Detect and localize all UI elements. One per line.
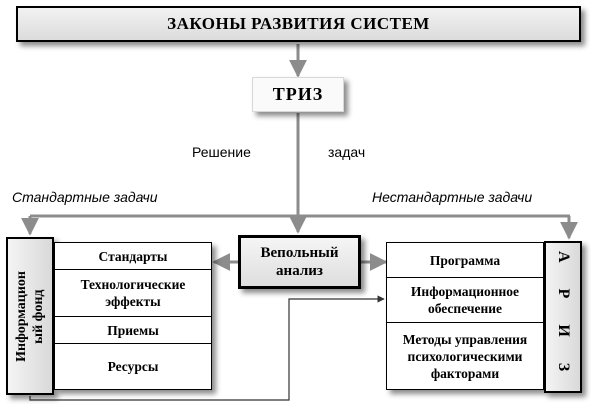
nonstandard-tasks-label: Нестандартные задачи: [372, 189, 533, 205]
info-fund-text: Информацион ый фонд: [14, 270, 46, 362]
right-item-program: Программа: [386, 242, 544, 278]
left-item-effects: Технологические эффекты: [54, 269, 212, 317]
left-item-methods: Приемы: [54, 316, 212, 344]
solution-label-1: Решение: [192, 144, 251, 160]
title-text: ЗАКОНЫ РАЗВИТИЯ СИСТЕМ: [167, 14, 430, 33]
left-item-resources: Ресурсы: [54, 343, 212, 390]
ariz-box: А Р И З: [544, 241, 582, 393]
left-item-standards: Стандарты: [54, 242, 212, 270]
info-fund-box: Информацион ый фонд: [6, 237, 54, 395]
triz-text: ТРИЗ: [272, 84, 324, 104]
title-box: ЗАКОНЫ РАЗВИТИЯ СИСТЕМ: [16, 6, 581, 42]
left-list: Стандарты Технологические эффекты Приемы…: [54, 242, 212, 390]
right-item-psych-methods: Методы управления психологическими факто…: [386, 322, 544, 390]
standard-tasks-label: Стандартные задачи: [12, 189, 158, 205]
vepol-text: Вепольный анализ: [260, 245, 339, 279]
solution-label-2: задач: [328, 144, 366, 160]
triz-box: ТРИЗ: [252, 77, 344, 112]
right-item-info-support: Информационное обеспечение: [386, 277, 544, 323]
fund-to-ariz-connector: [29, 295, 385, 401]
ariz-text: А Р И З: [555, 251, 572, 383]
vepol-analysis-box: Вепольный анализ: [238, 235, 361, 289]
right-list: Программа Информационное обеспечение Мет…: [386, 242, 544, 390]
